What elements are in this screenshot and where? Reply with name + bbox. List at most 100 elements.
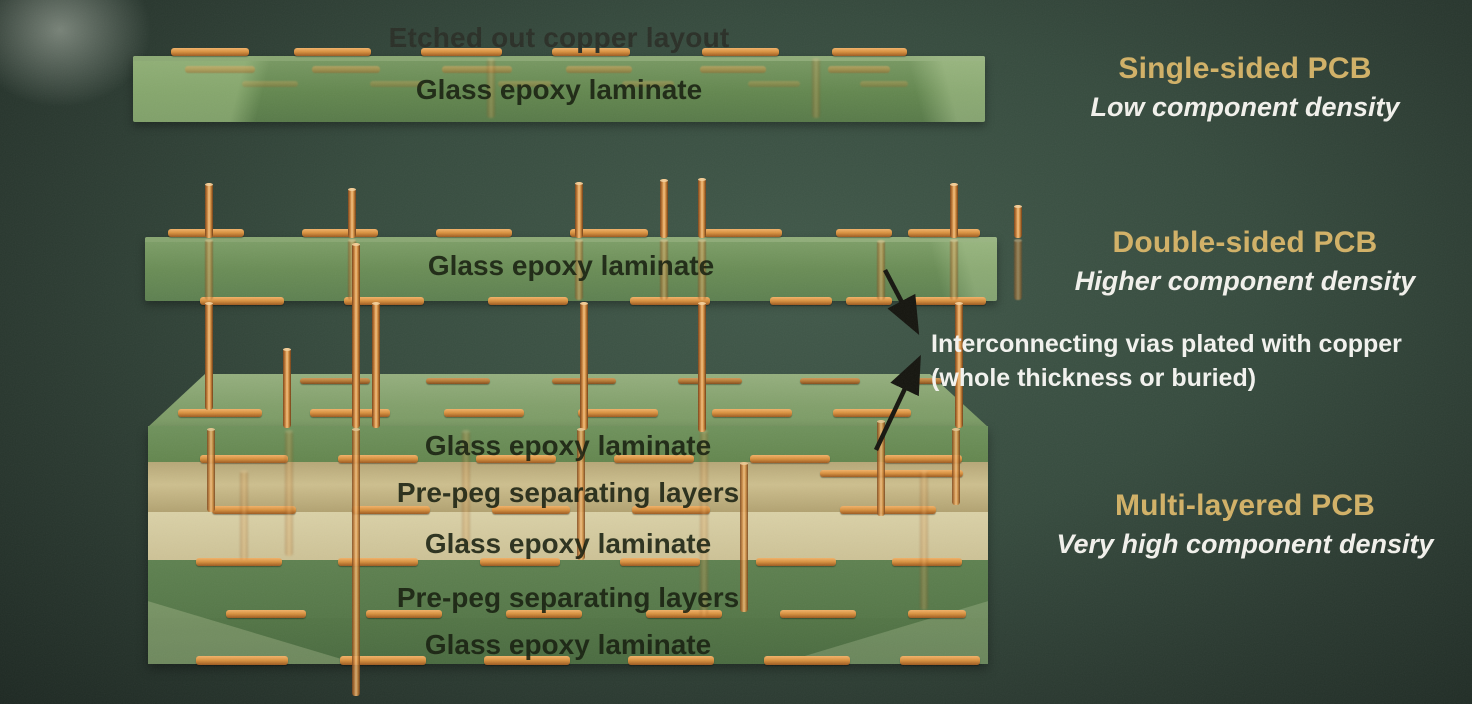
copper-pad	[370, 81, 424, 87]
multi-layer-label-1: Glass epoxy laminate	[424, 430, 712, 461]
copper-pad	[294, 48, 371, 56]
copper-pad	[444, 409, 524, 417]
copper-via	[1014, 239, 1022, 300]
multi-layered-board	[148, 426, 988, 664]
copper-pad	[552, 48, 630, 56]
copper-via	[372, 302, 380, 428]
copper-pad	[312, 66, 380, 73]
copper-via	[207, 428, 215, 512]
vias-annotation-line2: (whole thickness or buried)	[931, 364, 1257, 392]
copper-pad	[630, 297, 710, 305]
copper-pad	[488, 297, 568, 305]
single-caption: Single-sided PCB Low component density	[1030, 52, 1460, 123]
copper-pad	[712, 409, 792, 417]
copper-pad	[480, 558, 560, 566]
copper-pad	[800, 378, 860, 384]
copper-pad	[840, 506, 936, 514]
copper-pad	[196, 558, 282, 566]
multi-layer-label-4: Pre-peg separating layers	[396, 582, 740, 613]
copper-pad	[442, 66, 512, 73]
copper-pad	[780, 610, 856, 618]
copper-pad	[748, 81, 800, 87]
copper-pad	[566, 66, 632, 73]
multi-subheading: Very high component density	[1056, 529, 1434, 559]
double-sided-board	[145, 237, 997, 301]
copper-via	[660, 179, 668, 238]
layer-glass-epoxy-2	[148, 512, 988, 560]
copper-via	[240, 470, 248, 560]
copper-via	[950, 183, 958, 238]
copper-pad	[340, 656, 426, 665]
vias-annotation: Interconnecting vias plated with copper …	[931, 327, 1461, 395]
multi-layer-label-5: Glass epoxy laminate	[424, 629, 712, 660]
double-board-label: Glass epoxy laminate	[427, 250, 715, 281]
copper-via	[1014, 205, 1022, 238]
copper-pad	[196, 656, 288, 665]
layer-glass-epoxy-1	[148, 426, 988, 462]
copper-pad	[704, 229, 782, 237]
copper-pad	[700, 66, 766, 73]
copper-pad	[892, 558, 962, 566]
copper-via	[205, 302, 213, 410]
multi-caption: Multi-layered PCB Very high component de…	[1030, 489, 1460, 560]
copper-via	[487, 58, 495, 118]
copper-via	[352, 243, 360, 428]
copper-pad	[908, 610, 966, 618]
copper-pad	[338, 558, 418, 566]
copper-pad	[628, 656, 714, 665]
multi-heading: Multi-layered PCB	[1114, 489, 1376, 522]
copper-via	[577, 428, 585, 560]
copper-pad	[242, 81, 298, 87]
etched-copper-layout-label: Etched out copper layout	[388, 22, 730, 53]
copper-pad	[436, 229, 512, 237]
copper-pad	[484, 656, 570, 665]
copper-pad	[833, 409, 911, 417]
copper-pad	[702, 48, 779, 56]
copper-pad	[820, 470, 963, 477]
copper-pad	[832, 48, 907, 56]
single-sided-board	[133, 56, 985, 122]
copper-via	[285, 430, 293, 556]
copper-pad	[366, 610, 442, 618]
copper-pad	[178, 409, 262, 417]
layer-prepreg-2	[148, 560, 988, 618]
vias-annotation-line1: Interconnecting vias plated with copper	[931, 330, 1402, 358]
copper-pad	[756, 558, 836, 566]
copper-via	[812, 58, 820, 118]
copper-via	[698, 178, 706, 238]
copper-via	[348, 188, 356, 238]
multi-layer-label-3: Glass epoxy laminate	[424, 528, 712, 559]
copper-pad	[212, 506, 296, 514]
copper-via	[352, 428, 360, 696]
copper-via	[740, 462, 748, 612]
copper-pad	[426, 378, 490, 384]
copper-pad	[764, 656, 850, 665]
copper-pad	[421, 48, 502, 56]
copper-pad	[860, 81, 908, 87]
copper-pad	[476, 455, 556, 463]
copper-pad	[836, 229, 892, 237]
copper-via	[700, 430, 708, 616]
copper-pad	[632, 506, 710, 514]
copper-pad	[570, 229, 648, 237]
copper-pad	[226, 610, 306, 618]
copper-pad	[492, 506, 570, 514]
copper-pad	[338, 455, 418, 463]
copper-pad	[578, 409, 658, 417]
copper-pad	[200, 455, 288, 463]
copper-pad	[678, 378, 742, 384]
copper-pad	[622, 81, 674, 87]
copper-pad	[620, 558, 700, 566]
copper-pad	[900, 656, 980, 665]
single-subheading: Low component density	[1090, 92, 1400, 122]
copper-via	[660, 239, 668, 300]
copper-via	[205, 239, 213, 300]
copper-via	[283, 348, 291, 428]
copper-pad	[846, 297, 892, 305]
copper-pad	[646, 610, 722, 618]
copper-pad	[344, 297, 424, 305]
multi-layer-label-2: Pre-peg separating layers	[396, 477, 740, 508]
copper-via	[920, 470, 928, 610]
copper-pad	[908, 229, 980, 237]
copper-via	[580, 302, 588, 430]
